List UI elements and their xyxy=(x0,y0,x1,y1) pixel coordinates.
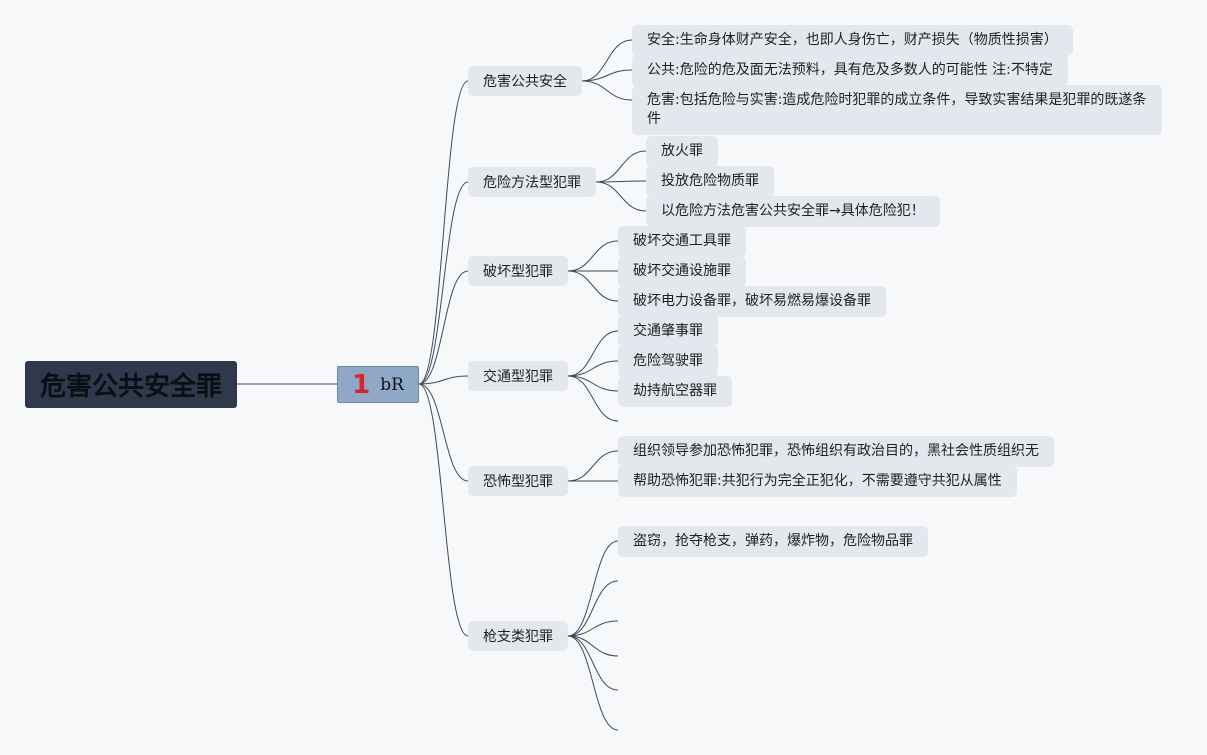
connector-line xyxy=(595,181,647,212)
hub-label: bR xyxy=(380,374,404,395)
hub-node[interactable]: 1 bR xyxy=(337,366,419,403)
leaf-node[interactable]: 公共:危险的危及面无法预料，具有危及多数人的可能性 注:不特定 xyxy=(632,55,1068,86)
leaf-node[interactable]: 放火罪 xyxy=(646,136,718,167)
leaf-label: 交通肇事罪 xyxy=(633,323,703,339)
root-node[interactable]: 危害公共安全罪 xyxy=(25,361,237,408)
leaf-label: 危害:包括危险与实害:造成危险时犯罪的成立条件，导致实害结果是犯罪的既遂条件 xyxy=(647,92,1147,127)
connector-line xyxy=(567,330,619,377)
leaf-node[interactable]: 以危险方法危害公共安全罪→具体危险犯！ xyxy=(646,196,940,227)
topic-label: 交通型犯罪 xyxy=(483,369,553,385)
leaf-node[interactable]: 危险驾驶罪 xyxy=(618,346,718,377)
connector-line xyxy=(595,150,647,183)
leaf-label: 安全:生命身体财产安全，也即人身伤亡，财产损失（物质性损害） xyxy=(647,32,1058,48)
leaf-label: 破坏交通工具罪 xyxy=(633,233,731,249)
leaf-node[interactable]: 盗窃，抢夺枪支，弹药，爆炸物，危险物品罪 xyxy=(618,526,928,557)
connector-line xyxy=(567,620,619,637)
connector-line xyxy=(567,635,619,691)
connector-line xyxy=(567,450,619,482)
leaf-label: 危险驾驶罪 xyxy=(633,353,703,369)
topic-node[interactable]: 枪支类犯罪 xyxy=(468,621,568,651)
connector-line xyxy=(567,635,619,657)
topic-label: 破坏型犯罪 xyxy=(483,264,553,280)
connector-line xyxy=(418,80,469,385)
leaf-label: 投放危险物质罪 xyxy=(661,173,759,189)
connector-line xyxy=(581,80,633,101)
topic-node[interactable]: 危险方法型犯罪 xyxy=(468,167,596,197)
leaf-label: 破坏交通设施罪 xyxy=(633,263,731,279)
connector-line xyxy=(581,69,633,82)
connector-line xyxy=(567,375,619,392)
leaf-label: 盗窃，抢夺枪支，弹药，爆炸物，危险物品罪 xyxy=(633,533,913,549)
leaf-node[interactable]: 组织领导参加恐怖犯罪，恐怖组织有政治目的，黑社会性质组织无 xyxy=(618,436,1054,467)
connector-line xyxy=(567,540,619,637)
connector-line xyxy=(418,383,469,482)
topic-label: 危险方法型犯罪 xyxy=(483,175,581,191)
leaf-label: 以危险方法危害公共安全罪→具体危险犯！ xyxy=(661,203,925,219)
hub-mark-icon: 1 xyxy=(352,369,371,400)
connector-line xyxy=(418,383,469,637)
leaf-node[interactable]: 破坏电力设备罪，破坏易燃易爆设备罪 xyxy=(618,286,886,317)
leaf-node[interactable]: 帮助恐怖犯罪:共犯行为完全正犯化，不需要遵守共犯从属性 xyxy=(618,466,1017,497)
topic-label: 危害公共安全 xyxy=(483,74,567,90)
connector-line xyxy=(567,270,619,302)
connector-line xyxy=(418,375,469,385)
topic-label: 枪支类犯罪 xyxy=(483,629,553,645)
leaf-label: 劫持航空器罪 xyxy=(633,383,717,399)
leaf-node[interactable]: 投放危险物质罪 xyxy=(646,166,774,197)
connector-line xyxy=(567,580,619,637)
topic-label: 恐怖型犯罪 xyxy=(483,474,553,490)
leaf-node[interactable]: 安全:生命身体财产安全，也即人身伤亡，财产损失（物质性损害） xyxy=(632,25,1073,56)
leaf-node[interactable]: 劫持航空器罪 xyxy=(618,376,732,407)
connector-line xyxy=(567,635,619,731)
leaf-label: 放火罪 xyxy=(661,143,703,159)
connector-line xyxy=(418,181,469,385)
topic-node[interactable]: 破坏型犯罪 xyxy=(468,256,568,286)
leaf-node[interactable]: 破坏交通工具罪 xyxy=(618,226,746,257)
leaf-node[interactable]: 破坏交通设施罪 xyxy=(618,256,746,287)
connector-line xyxy=(581,39,633,82)
topic-node[interactable]: 交通型犯罪 xyxy=(468,361,568,391)
connector-line xyxy=(567,360,619,377)
connector-line xyxy=(595,180,647,183)
leaf-node[interactable]: 交通肇事罪 xyxy=(618,316,718,347)
leaf-label: 组织领导参加恐怖犯罪，恐怖组织有政治目的，黑社会性质组织无 xyxy=(633,443,1039,459)
connector-line xyxy=(567,375,619,422)
root-title: 危害公共安全罪 xyxy=(39,372,222,402)
leaf-label: 帮助恐怖犯罪:共犯行为完全正犯化，不需要遵守共犯从属性 xyxy=(633,473,1002,489)
topic-node[interactable]: 危害公共安全 xyxy=(468,66,582,96)
leaf-label: 破坏电力设备罪，破坏易燃易爆设备罪 xyxy=(633,293,871,309)
leaf-node[interactable]: 危害:包括危险与实害:造成危险时犯罪的成立条件，导致实害结果是犯罪的既遂条件 xyxy=(632,85,1162,135)
topic-node[interactable]: 恐怖型犯罪 xyxy=(468,466,568,496)
connector-line xyxy=(418,270,469,385)
connector-line xyxy=(567,240,619,272)
leaf-label: 公共:危险的危及面无法预料，具有危及多数人的可能性 注:不特定 xyxy=(647,62,1053,78)
